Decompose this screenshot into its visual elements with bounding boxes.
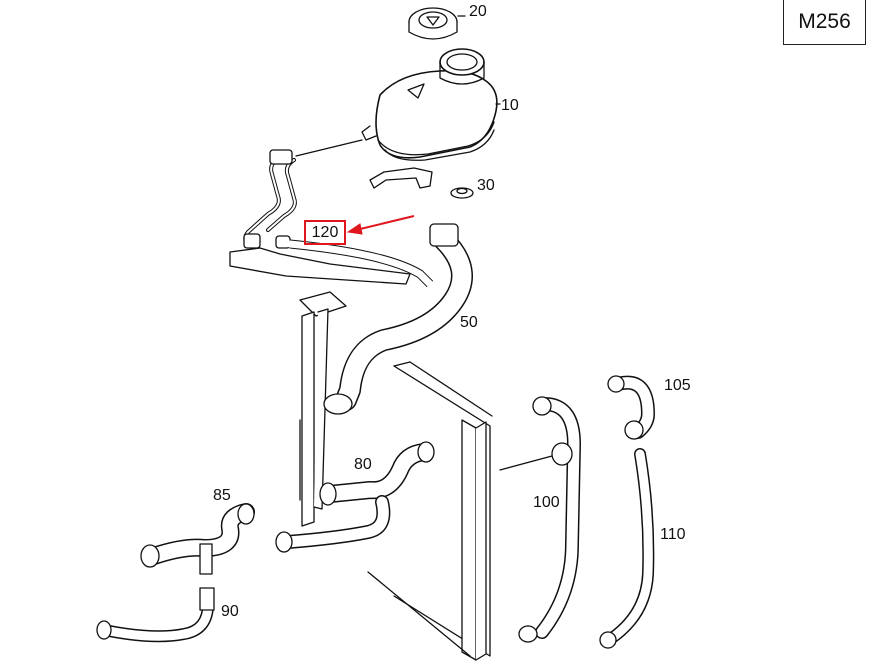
part-label-90: 90 xyxy=(221,603,239,620)
hose-105-drawing xyxy=(607,375,655,440)
hose-110-drawing xyxy=(599,448,655,649)
part-label-105: 105 xyxy=(664,377,691,394)
part-label-20: 20 xyxy=(469,3,487,20)
model-code-box: M256 xyxy=(783,0,866,45)
grommet-drawing xyxy=(450,187,474,199)
highlighted-part-label: 120 xyxy=(304,220,346,245)
hose-100-drawing xyxy=(499,396,581,643)
part-label-30: 30 xyxy=(477,177,495,194)
reservoir-cap-drawing xyxy=(408,7,466,40)
hose-90-drawing xyxy=(96,587,215,643)
part-label-85: 85 xyxy=(213,487,231,504)
part-label-10: 10 xyxy=(501,97,519,114)
part-label-50: 50 xyxy=(460,314,478,331)
hose-80-drawing xyxy=(275,441,435,553)
hose-85-drawing xyxy=(140,503,255,575)
radiator-drawing xyxy=(299,291,493,661)
expansion-tank-drawing xyxy=(361,48,501,189)
highlight-arrow xyxy=(346,215,415,235)
part-label-100: 100 xyxy=(533,494,560,511)
part-label-110: 110 xyxy=(660,526,686,543)
bleed-line-drawing xyxy=(229,139,434,288)
hose-50-drawing xyxy=(323,223,473,415)
part-label-80: 80 xyxy=(354,456,372,473)
